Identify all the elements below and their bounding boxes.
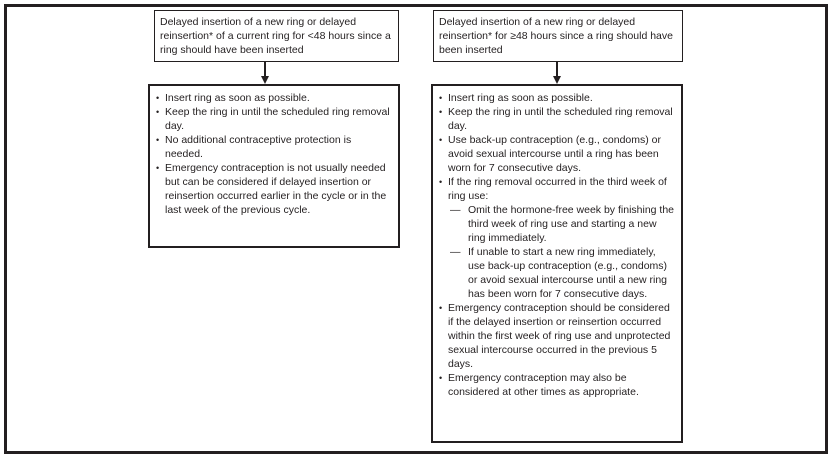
arrow-head-icon xyxy=(261,76,269,84)
arrow-head-icon xyxy=(553,76,561,84)
bullet-item: • Emergency contraception may also be con… xyxy=(439,371,675,399)
arrow-shaft xyxy=(556,62,558,77)
bullet-text: Keep the ring in until the scheduled rin… xyxy=(165,106,390,132)
down-arrow-right xyxy=(553,62,561,84)
content-box-delay-under-48h: • Insert ring as soon as possible. • Keep t… xyxy=(148,84,400,248)
bullet-text: Keep the ring in until the scheduled rin… xyxy=(448,106,673,132)
bullet-text: Omit the hormone-free week by finishing … xyxy=(468,204,675,244)
bullet-marker: • xyxy=(439,135,443,145)
bullet-item: • Insert ring as soon as possible. xyxy=(439,91,675,105)
arrow-shaft xyxy=(264,62,266,77)
bullet-marker: • xyxy=(439,303,443,313)
bullet-text: Insert ring as soon as possible. xyxy=(448,92,593,104)
bullet-text: Emergency contraception should be consid… xyxy=(448,302,671,370)
bullet-text: If the ring removal occurred in the thir… xyxy=(448,176,667,202)
bullet-marker: • xyxy=(439,107,443,117)
bullet-item: • No additional contraceptive protection … xyxy=(156,133,392,161)
bullet-item: • Use back-up contraception (e.g., condom… xyxy=(439,133,675,175)
bullet-text: If unable to start a new ring immediatel… xyxy=(468,246,668,300)
header-text-delay-48h-or-more: Delayed insertion of a new ring or delay… xyxy=(439,16,673,56)
bullet-item: • Emergency contraception should be consi… xyxy=(439,301,675,371)
down-arrow-left xyxy=(261,62,269,84)
bullet-item: • Keep the ring in until the scheduled ri… xyxy=(439,105,675,133)
bullet-marker: • xyxy=(156,163,160,173)
bullet-marker: • xyxy=(156,135,160,145)
content-box-delay-48h-or-more: • Insert ring as soon as possible. • Keep t… xyxy=(431,84,683,443)
bullet-text: Emergency contraception may also be cons… xyxy=(448,372,639,398)
bullet-text: No additional contraceptive protection i… xyxy=(165,134,352,160)
sub-item: — If unable to start a new ring immediate… xyxy=(450,245,675,301)
sub-item: — Omit the hormone-free week by finishing… xyxy=(450,203,675,245)
bullet-item: • Insert ring as soon as possible. xyxy=(156,91,392,105)
bullet-item: • If the ring removal occurred in the thi… xyxy=(439,175,675,203)
bullet-item: • Emergency contraception is not usually … xyxy=(156,161,392,217)
bullet-marker: • xyxy=(439,93,443,103)
bullet-marker: • xyxy=(439,373,443,383)
header-box-delay-48h-or-more: Delayed insertion of a new ring or delay… xyxy=(433,10,683,62)
header-box-delay-under-48h: Delayed insertion of a new ring or delay… xyxy=(154,10,399,62)
header-text-delay-under-48h: Delayed insertion of a new ring or delay… xyxy=(160,16,391,56)
bullet-text: Emergency contraception is not usually n… xyxy=(165,162,387,216)
bullet-text: Use back-up contraception (e.g., condoms… xyxy=(448,134,662,174)
dash-marker: — xyxy=(450,204,461,216)
bullet-marker: • xyxy=(156,107,160,117)
bullet-marker: • xyxy=(439,177,443,187)
bullet-item: • Keep the ring in until the scheduled ri… xyxy=(156,105,392,133)
dash-marker: — xyxy=(450,246,461,258)
bullet-marker: • xyxy=(156,93,160,103)
figure-border xyxy=(4,4,828,454)
bullet-text: Insert ring as soon as possible. xyxy=(165,92,310,104)
